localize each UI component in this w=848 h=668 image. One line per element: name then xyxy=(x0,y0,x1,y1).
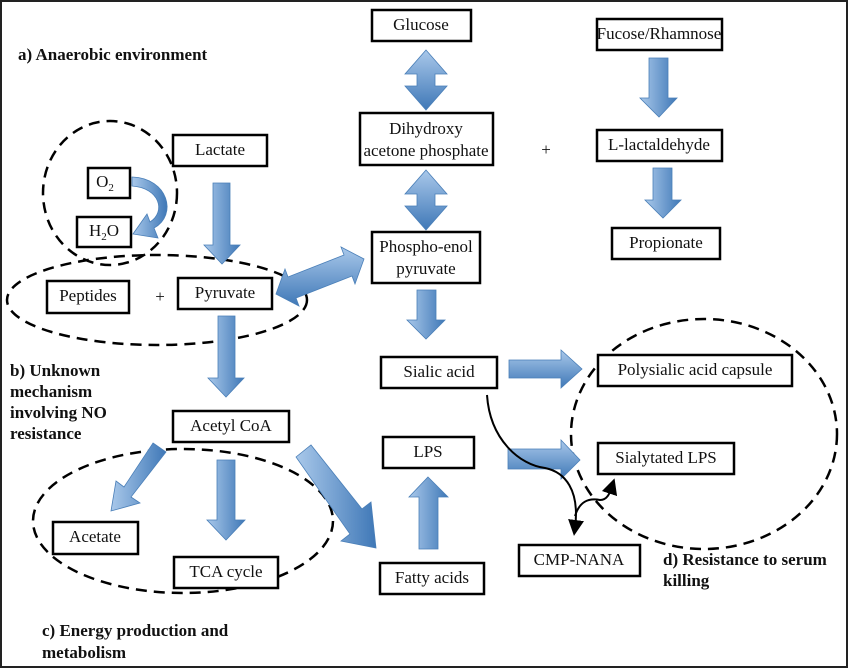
arrow-acetyl-coa-acetate xyxy=(110,442,167,512)
node-cmp-nana: CMP-NANA xyxy=(517,543,642,578)
node-fatty-acids-label: Fatty acids xyxy=(395,568,469,587)
arrow-sialic-polysialic xyxy=(508,349,583,389)
node-sialic-acid: Sialic acid xyxy=(379,355,499,390)
node-propionate-label: Propionate xyxy=(629,233,703,252)
node-lactate: Lactate xyxy=(171,133,269,168)
node-cmp-nana-label: CMP-NANA xyxy=(534,550,625,569)
node-lps: LPS xyxy=(381,435,476,470)
double-arrow-pep-pyruvate xyxy=(275,246,365,307)
node-sialic-acid-label: Sialic acid xyxy=(403,362,475,381)
node-tca-cycle: TCA cycle xyxy=(172,555,280,590)
node-dhap-label-2: acetone phosphate xyxy=(363,141,488,160)
node-lactaldehyde-label: L-lactaldehyde xyxy=(608,135,710,154)
node-fucose-rhamnose: Fucose/Rhamnose xyxy=(595,17,724,52)
group-oxygen-ellipse xyxy=(41,119,179,267)
double-arrow-glucose-dhap xyxy=(404,49,448,111)
node-o2: O2 xyxy=(86,166,132,200)
plus-operator-dhap: + xyxy=(541,140,551,159)
node-fatty-acids: Fatty acids xyxy=(378,561,486,596)
curved-arrow-o2-h2o xyxy=(131,176,168,239)
node-dhap-label-1: Dihydroxy xyxy=(389,119,463,138)
node-sialylated-lps-label: Sialytated LPS xyxy=(615,448,717,467)
arrow-acetyl-coa-fatty-acids xyxy=(295,444,377,549)
node-pep-label-2: pyruvate xyxy=(396,259,455,278)
node-acetate: Acetate xyxy=(51,520,140,556)
node-o2-label: O2 xyxy=(96,172,114,194)
arrow-fucose-lactaldehyde xyxy=(639,57,678,118)
node-acetate-label: Acetate xyxy=(69,527,121,546)
curve-cmp-nana-to-sialylated-lps xyxy=(574,478,618,517)
label-serum-resistance: d) Resistance to serum killing xyxy=(663,550,827,590)
label-anaerobic-environment: a) Anaerobic environment xyxy=(18,45,208,64)
double-arrow-dhap-pep xyxy=(404,169,448,231)
svg-text:mechanism: mechanism xyxy=(10,382,92,401)
label-energy-production: c) Energy production and metabolism xyxy=(42,621,229,662)
node-peptides: Peptides xyxy=(45,279,131,315)
svg-text:killing: killing xyxy=(663,571,710,590)
node-peptides-label: Peptides xyxy=(59,286,117,305)
node-h2o-label: H2O xyxy=(89,221,119,243)
node-sialylated-lps: Sialytated LPS xyxy=(596,441,736,476)
svg-text:c) Energy production and: c) Energy production and xyxy=(42,621,229,640)
label-unknown-mechanism: b) Unknown mechanism involving NO resist… xyxy=(10,361,107,443)
node-polysialic-label: Polysialic acid capsule xyxy=(618,360,773,379)
arrow-lactaldehyde-propionate xyxy=(644,167,682,219)
arrow-lactate-pyruvate xyxy=(203,182,241,265)
node-pyruvate-label: Pyruvate xyxy=(195,283,255,302)
node-polysialic-acid-capsule: Polysialic acid capsule xyxy=(596,353,794,388)
node-lactate-label: Lactate xyxy=(195,140,245,159)
arrow-pep-sialic-acid xyxy=(406,289,446,340)
svg-text:metabolism: metabolism xyxy=(42,643,126,662)
node-l-lactaldehyde: L-lactaldehyde xyxy=(595,128,724,163)
plus-operator-peptides: + xyxy=(155,287,165,306)
group-energy-ellipse xyxy=(31,447,335,595)
arrow-acetyl-coa-tca xyxy=(206,459,246,541)
node-phosphoenolpyruvate: Phospho-enol pyruvate xyxy=(370,230,482,285)
node-pep-label-1: Phospho-enol xyxy=(379,237,473,256)
node-acetyl-coa: Acetyl CoA xyxy=(171,409,291,444)
svg-text:d) Resistance to serum: d) Resistance to serum xyxy=(663,550,827,569)
node-dhap: Dihydroxy acetone phosphate xyxy=(358,111,495,167)
svg-text:resistance: resistance xyxy=(10,424,82,443)
group-pyruvate-ellipse xyxy=(5,253,309,347)
node-pyruvate: Pyruvate xyxy=(176,276,274,311)
node-fucose-label: Fucose/Rhamnose xyxy=(597,24,722,43)
node-glucose: Glucose xyxy=(370,8,473,43)
curve-sialic-to-cmp-nana xyxy=(486,394,584,536)
svg-text:b) Unknown: b) Unknown xyxy=(10,361,101,380)
arrow-to-sialylated-lps xyxy=(507,438,581,480)
node-acetyl-coa-label: Acetyl CoA xyxy=(190,416,272,435)
group-serum-ellipse xyxy=(569,317,839,551)
arrow-fatty-acids-lps xyxy=(408,476,449,550)
svg-text:involving NO: involving NO xyxy=(10,403,107,422)
node-propionate: Propionate xyxy=(610,226,722,261)
node-h2o: H2O xyxy=(75,215,133,249)
node-lps-label: LPS xyxy=(413,442,442,461)
node-glucose-label: Glucose xyxy=(393,15,449,34)
arrow-pyruvate-acetyl-coa xyxy=(207,315,245,398)
node-tca-label: TCA cycle xyxy=(189,562,262,581)
